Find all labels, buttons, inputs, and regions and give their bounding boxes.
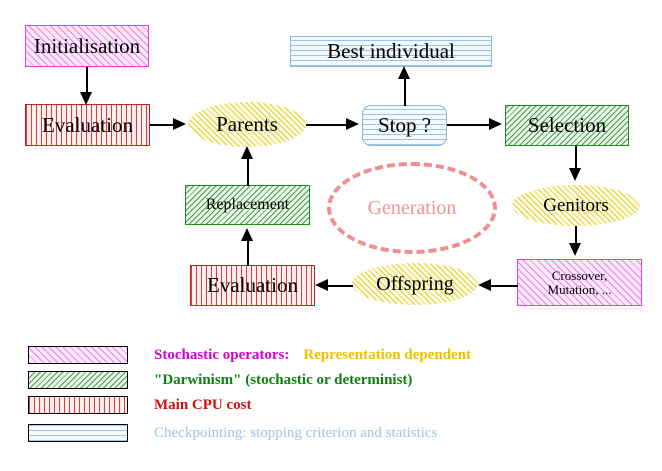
edge-initialisation-to-evaluation	[86, 67, 88, 97]
arrowhead-up-replacement	[241, 228, 253, 241]
crossover-line-1: Crossover,	[551, 267, 608, 283]
legend-swatch-cpu-cost	[28, 396, 128, 414]
arrowhead-left-offspring	[478, 279, 491, 291]
legend-swatch-stochastic	[28, 346, 128, 364]
arrowhead-right-parents	[173, 118, 186, 130]
node-best-individual[interactable]: Best individual	[290, 36, 492, 67]
legend-swatch-darwinism	[28, 371, 128, 389]
edge-evaluation-to-parents	[150, 124, 178, 126]
legend-swatch-checkpointing	[28, 424, 128, 442]
edge-genitors-to-crossover	[575, 226, 577, 246]
node-evaluation-top[interactable]: Evaluation	[25, 104, 150, 146]
arrowhead-down-genitors	[569, 168, 581, 181]
arrowhead-up-parents	[241, 146, 253, 159]
node-initialisation[interactable]: Initialisation	[25, 25, 149, 67]
legend-label-checkpointing: Checkpointing: stopping criterion and st…	[154, 424, 438, 441]
node-replacement[interactable]: Replacement	[185, 185, 310, 225]
legend-row-cpu-cost: Main CPU cost	[28, 394, 252, 416]
legend-label-stochastic: Stochastic operators:	[154, 346, 290, 363]
edge-parents-to-stop	[306, 124, 348, 126]
node-offspring[interactable]: Offspring	[352, 263, 478, 305]
arrowhead-down-crossover	[569, 243, 581, 256]
arrowhead-down-initialisation	[80, 92, 92, 105]
legend-row-darwinism: "Darwinism" (stochastic or determinist)	[28, 369, 412, 391]
edge-stop-to-best-individual	[404, 74, 406, 106]
arrowhead-up-best-individual	[398, 66, 410, 79]
edge-crossover-to-offspring	[482, 285, 518, 287]
legend-row-checkpointing: Checkpointing: stopping criterion and st…	[28, 422, 437, 444]
node-genitors[interactable]: Genitors	[512, 185, 640, 226]
legend-label-darwinism: "Darwinism" (stochastic or determinist)	[154, 371, 413, 388]
edge-stop-to-selection	[447, 124, 491, 126]
arrowhead-left-evaluation-bottom	[315, 279, 328, 291]
arrowhead-right-selection	[489, 118, 502, 130]
node-parents[interactable]: Parents	[188, 102, 306, 147]
group-generation: Generation	[327, 162, 497, 254]
legend-label-cpu-cost: Main CPU cost	[154, 396, 252, 413]
edge-offspring-to-evaluation	[320, 285, 353, 287]
node-crossover-mutation[interactable]: Crossover, Mutation, ...	[517, 259, 642, 306]
edge-replacement-to-parents	[247, 156, 249, 186]
arrowhead-right-stop	[346, 118, 359, 130]
legend-label-representation: Representation dependent	[303, 346, 472, 363]
generation-label: Generation	[367, 196, 457, 219]
node-evaluation-bottom[interactable]: Evaluation	[190, 265, 315, 306]
edge-evaluation-to-replacement	[247, 238, 249, 266]
node-selection[interactable]: Selection	[505, 105, 629, 146]
crossover-line-2: Mutation, ...	[547, 281, 612, 297]
legend-row-stochastic: Stochastic operators: Representation dep…	[28, 344, 471, 366]
edge-selection-to-genitors	[575, 146, 577, 172]
node-stop[interactable]: Stop ?	[362, 105, 447, 146]
